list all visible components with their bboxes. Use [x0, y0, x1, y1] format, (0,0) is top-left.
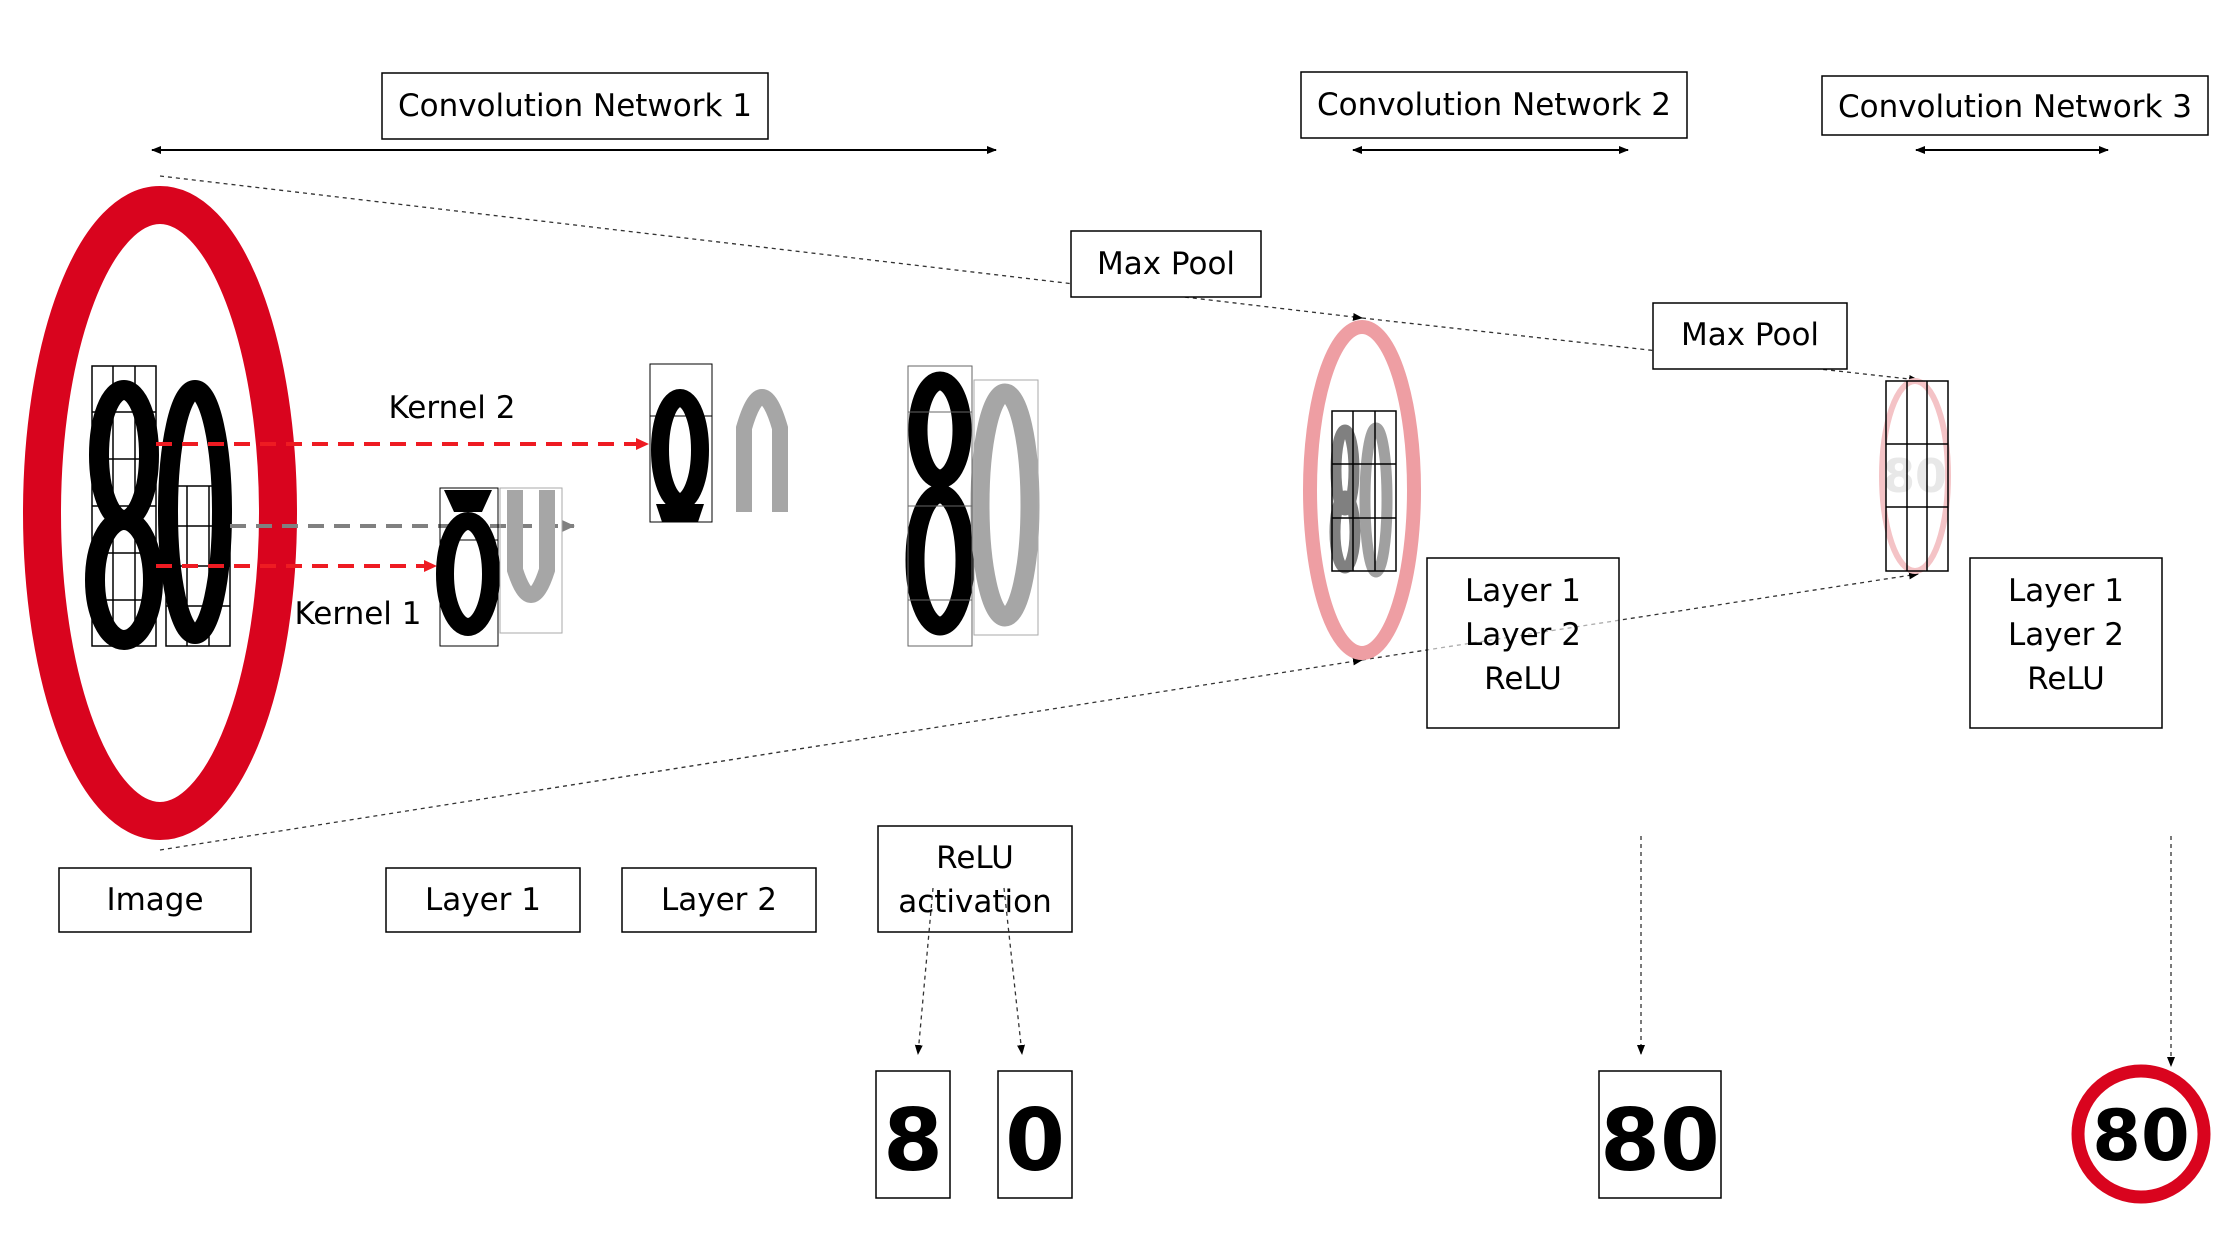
max-pool-box-1: Max Pool	[1070, 230, 1262, 298]
cone-bottom-line-1	[159, 657, 1363, 851]
output-digit-0-box: 0	[997, 1070, 1073, 1199]
input-digit-eight	[85, 380, 163, 650]
layer-1-label-box: Layer 1	[385, 867, 581, 933]
header-cn3: Convolution Network 3	[1821, 75, 2209, 136]
cn3-sign: 80	[1879, 378, 1951, 574]
output-arrow-0	[1003, 887, 1026, 1055]
cn2-sign	[1303, 320, 1421, 660]
header-cn1: Convolution Network 1	[381, 72, 769, 140]
sign-red-ring	[23, 186, 297, 840]
output-digit-8-box: 8	[875, 1070, 951, 1199]
cn2-relu: ReLU	[1484, 661, 1562, 697]
relu-activation-line2: activation	[898, 884, 1052, 920]
output-number-80: 80	[1600, 1091, 1720, 1191]
input-digit-zero	[158, 380, 232, 644]
header-cn2-label: Convolution Network 2	[1317, 87, 1671, 123]
output-sign-ring	[2071, 1064, 2211, 1204]
relu-combined-feature	[905, 365, 1040, 647]
cn2-layer-box: Layer 1 Layer 2 ReLU	[1426, 557, 1620, 729]
cn3-layer-1: Layer 1	[2008, 573, 2124, 609]
max-pool-label-1: Max Pool	[1097, 246, 1235, 282]
layer-2-feature	[649, 363, 788, 523]
cn2-layer-2: Layer 2	[1465, 617, 1581, 653]
header-cn1-label: Convolution Network 1	[398, 88, 752, 124]
output-arrow-8	[914, 887, 934, 1055]
image-label: Image	[106, 882, 203, 918]
kernel-2-label: Kernel 2	[389, 390, 516, 426]
output-digit-8: 8	[883, 1091, 943, 1191]
max-pool-label-2: Max Pool	[1681, 317, 1819, 353]
max-pool-box-2: Max Pool	[1652, 302, 1848, 370]
header-cn2: Convolution Network 2	[1300, 71, 1688, 139]
cn3-relu: ReLU	[2027, 661, 2105, 697]
layer-2-label: Layer 2	[661, 882, 777, 918]
cone-bottom-line-2	[1361, 571, 1919, 661]
cn3-layer-box: Layer 1 Layer 2 ReLU	[1969, 557, 2163, 729]
image-label-box: Image	[58, 867, 252, 933]
layer-1-feature	[436, 487, 563, 647]
cn2-layer-1: Layer 1	[1465, 573, 1581, 609]
output-sign-80: 80	[2092, 1095, 2189, 1177]
output-digit-0: 0	[1005, 1091, 1065, 1191]
kernel-1-label: Kernel 1	[295, 596, 422, 632]
relu-activation-box: ReLU activation	[877, 825, 1073, 933]
cn3-layer-2: Layer 2	[2008, 617, 2124, 653]
cn3-sign-digits: 80	[1883, 449, 1947, 503]
relu-activation-line1: ReLU	[936, 840, 1014, 876]
input-grid-eight	[91, 365, 157, 647]
input-speed-sign	[23, 186, 297, 840]
layer-1-label: Layer 1	[425, 882, 541, 918]
header-cn3-label: Convolution Network 3	[1838, 89, 2192, 125]
output-speed-sign: 80	[2071, 1064, 2211, 1204]
layer-2-label-box: Layer 2	[621, 867, 817, 933]
output-number-80-box: 80	[1598, 1070, 1722, 1199]
